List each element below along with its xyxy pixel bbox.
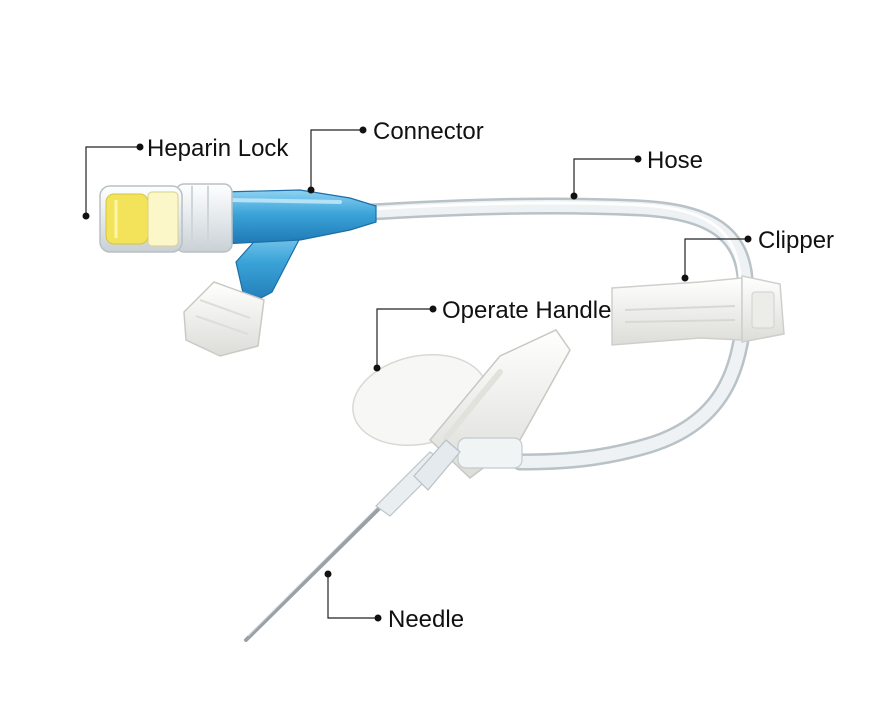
callout-clipper: Clipper [681, 227, 834, 282]
clipper [611, 275, 785, 346]
callout-needle: Needle [324, 570, 464, 633]
callouts: Heparin Lock Connector Hose Clipper Oper… [82, 118, 834, 633]
label-operate-handle: Operate Handle [442, 297, 611, 324]
callout-hose: Hose [570, 147, 703, 200]
operate-handle-part [352, 329, 571, 491]
callout-heparin-lock: Heparin Lock [82, 135, 289, 220]
callout-operate-handle: Operate Handle [373, 297, 611, 372]
connector-body [175, 183, 377, 307]
label-clipper: Clipper [758, 227, 834, 254]
callout-connector: Connector [307, 118, 484, 194]
label-needle: Needle [388, 606, 464, 633]
device-illustration [99, 183, 785, 642]
heparin-lock-part [99, 185, 183, 253]
label-hose: Hose [647, 147, 703, 174]
label-heparin-lock: Heparin Lock [147, 135, 289, 162]
side-port-cap [183, 281, 265, 357]
label-connector: Connector [373, 118, 484, 145]
